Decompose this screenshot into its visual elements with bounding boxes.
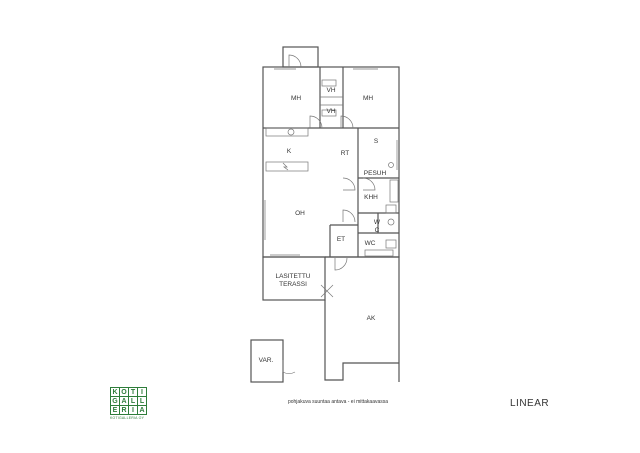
doors — [282, 54, 376, 374]
room-label-s: S — [374, 138, 379, 145]
room-label-wc-w: W — [374, 219, 381, 226]
room-label-vh-bottom: VH — [326, 108, 335, 115]
room-label-k: K — [287, 148, 292, 155]
room-label-var: VAR. — [259, 357, 274, 364]
logo-tagline: KOTIGALLERIA OY — [110, 416, 145, 420]
room-label-terrace-1: LASITETTU — [275, 273, 310, 280]
brand-logo-linear: LINEAR — [510, 398, 550, 409]
room-label-et: ET — [337, 236, 345, 243]
room-label-ak: AK — [367, 315, 376, 322]
room-label-terrace-2: TERASSI — [279, 281, 307, 288]
logo-letter: A — [137, 405, 147, 415]
outer-walls — [250, 46, 400, 383]
room-label-khh: KHH — [364, 194, 378, 201]
room-label-wc-c: C — [375, 227, 380, 234]
room-label-pesuh: PESUH — [364, 170, 387, 177]
room-label-oh: OH — [295, 210, 305, 217]
room-label-mh-right: MH — [363, 95, 373, 102]
fixtures — [265, 79, 399, 257]
room-label-mh-left: MH — [291, 95, 301, 102]
plan-disclaimer: pohjakuva suuntaa antava - ei mittakaava… — [287, 399, 389, 405]
room-label-wc: WC — [365, 240, 376, 247]
room-label-rt: RT — [341, 150, 350, 157]
windows — [264, 68, 398, 256]
room-label-vh-top: VH — [326, 87, 335, 94]
